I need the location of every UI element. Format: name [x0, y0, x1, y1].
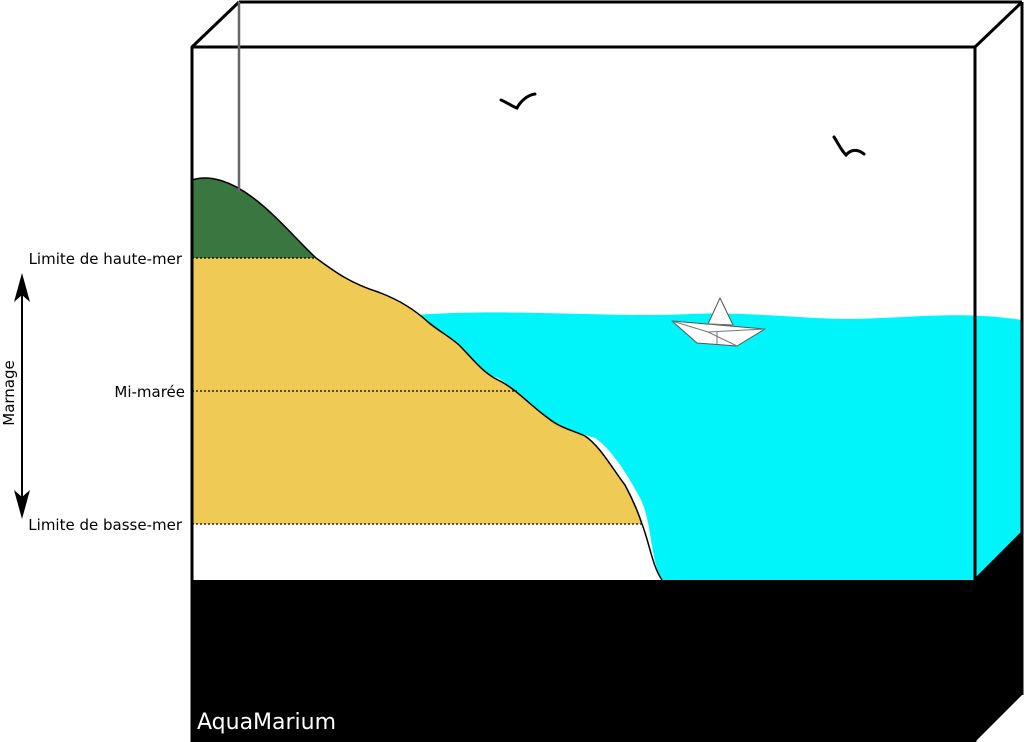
bird-icon — [499, 92, 537, 110]
grass-hill — [192, 177, 316, 258]
seabed — [192, 524, 662, 580]
bird-icon — [832, 135, 866, 158]
aquarium-base — [192, 533, 1022, 742]
high-tide-label: Limite de haute-mer — [29, 250, 183, 268]
brand-label: AquaMarium — [197, 710, 336, 735]
paper-boat-icon — [671, 297, 766, 347]
tank-frame — [190, 0, 1024, 742]
tidal-range-label: Marnage — [0, 360, 18, 426]
mid-tide-label: Mi-marée — [114, 383, 185, 401]
water — [415, 312, 1022, 580]
tidal-range-arrow — [14, 273, 30, 519]
low-tide-label: Limite de basse-mer — [28, 516, 183, 534]
coastline — [191, 177, 663, 581]
